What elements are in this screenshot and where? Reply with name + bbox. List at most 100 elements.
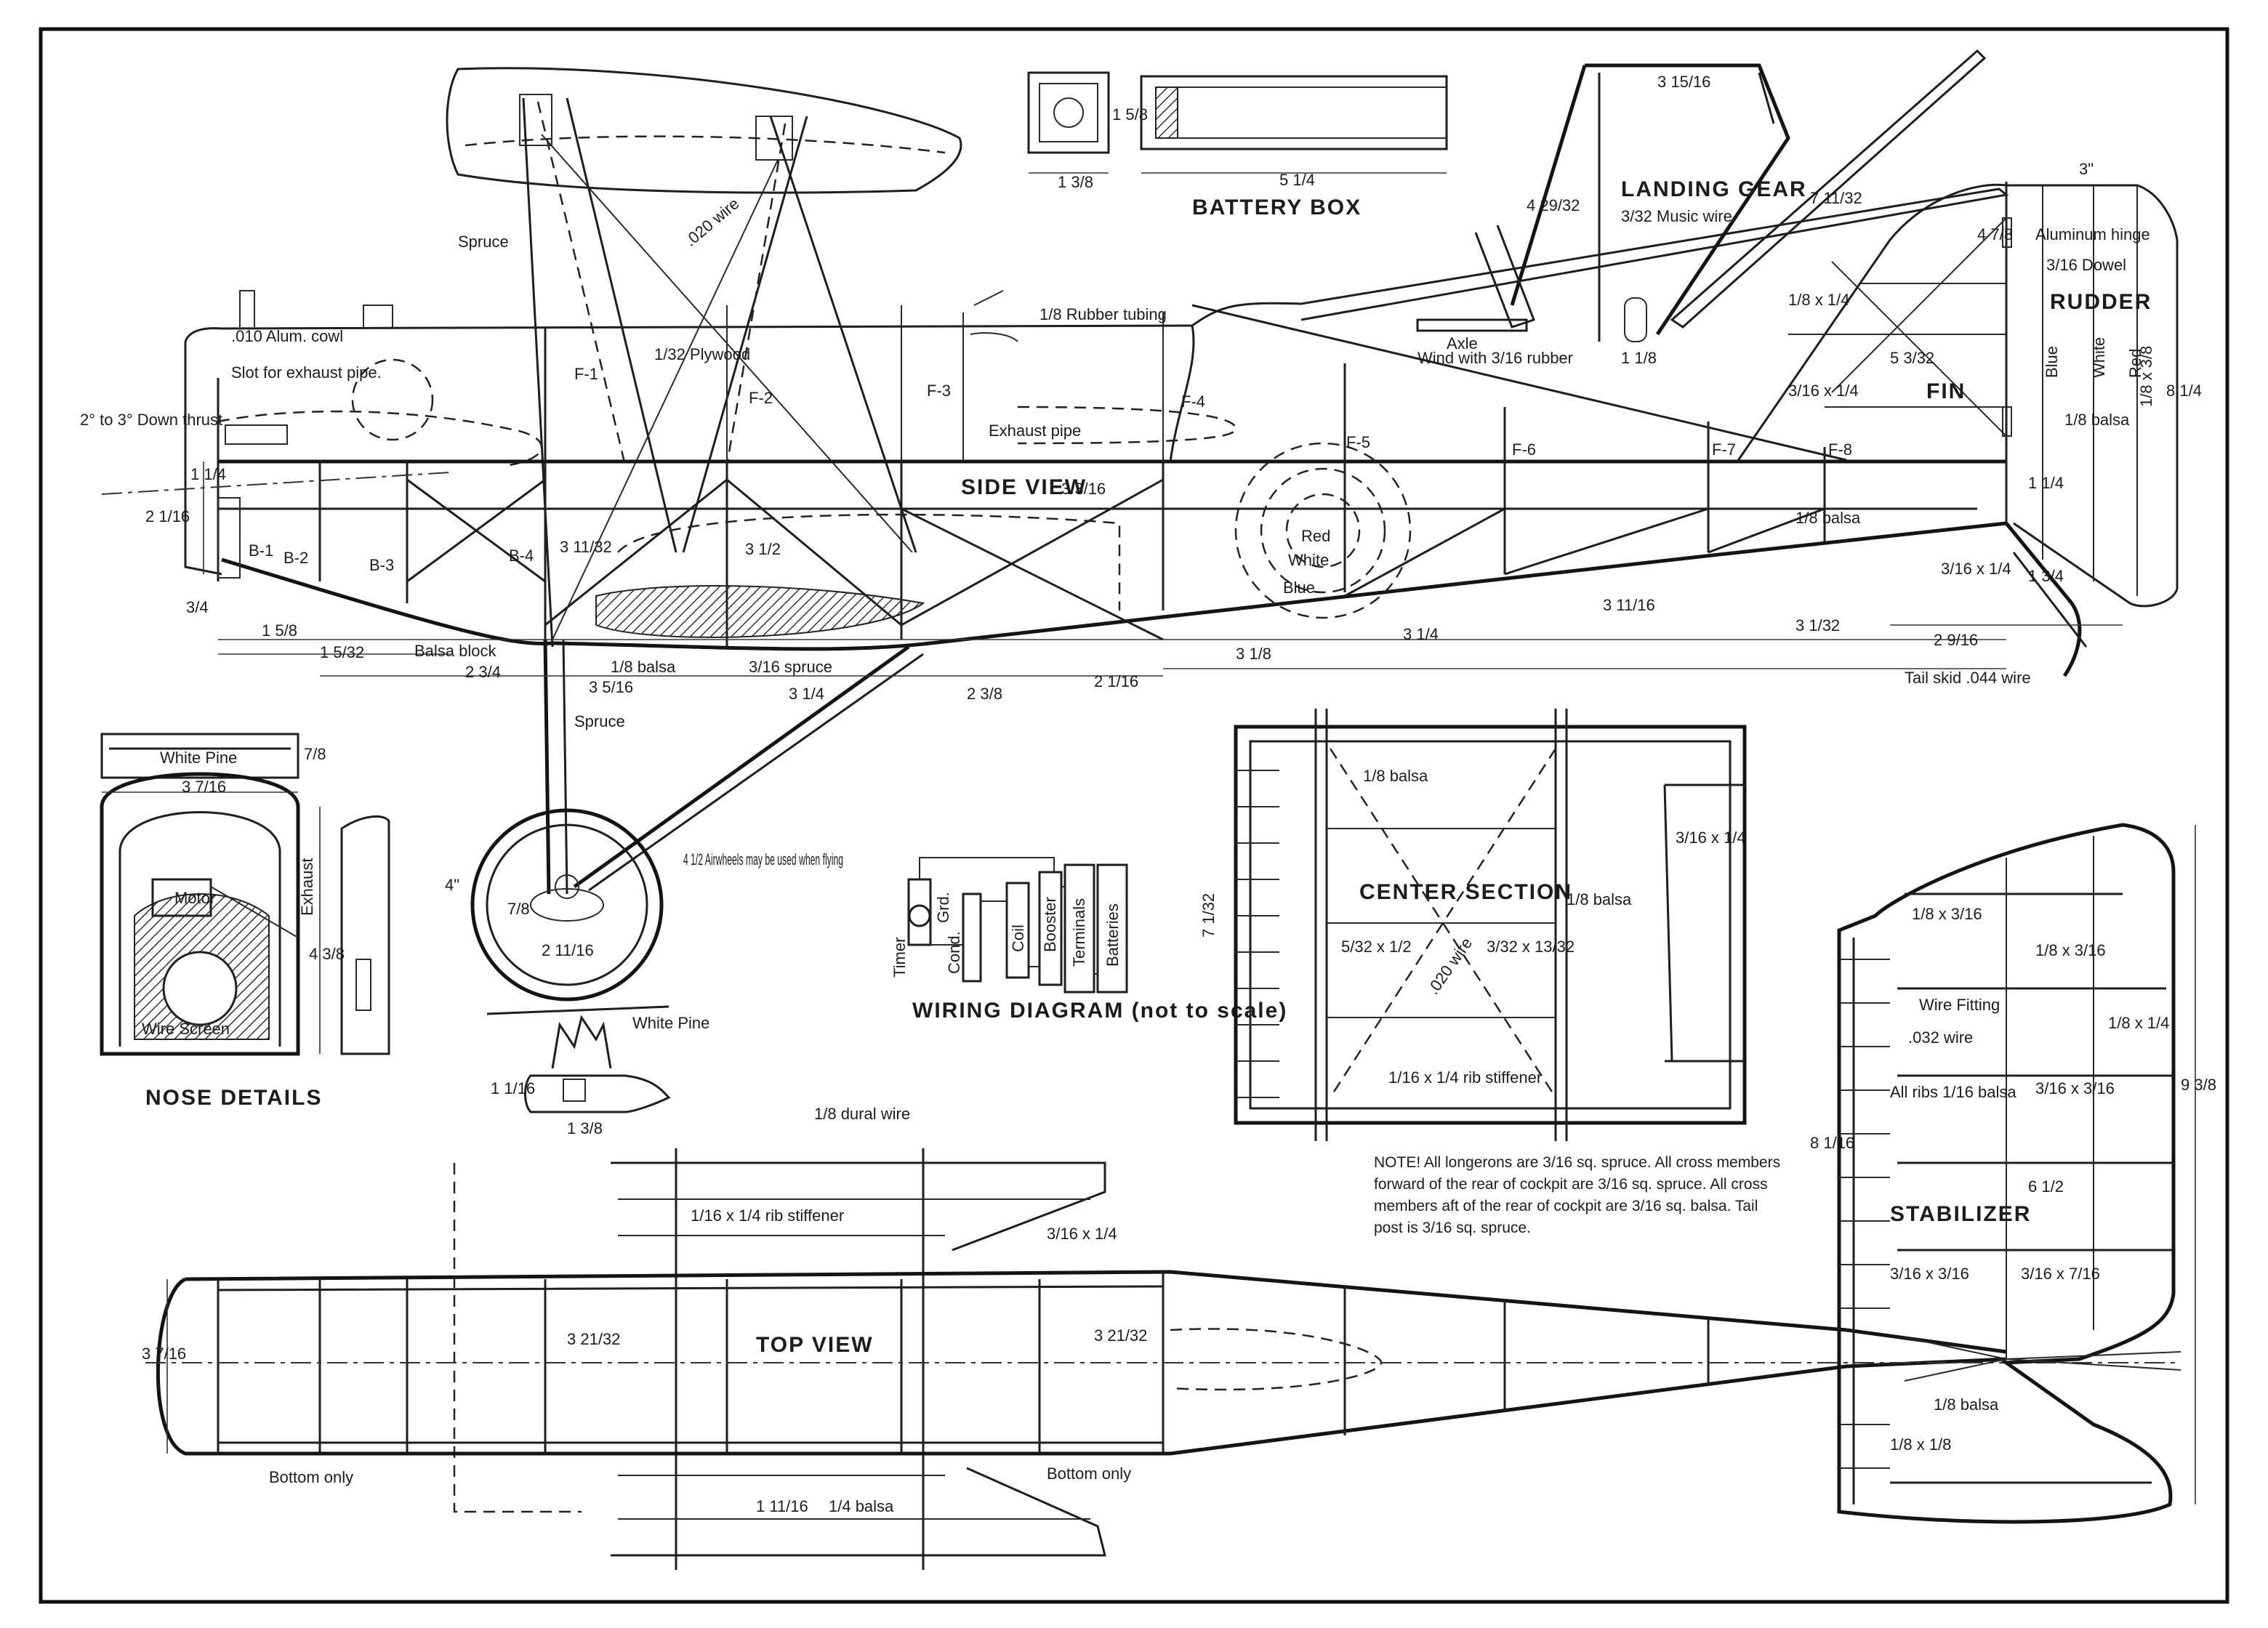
label-fin: FIN — [1926, 379, 1966, 403]
label-spruce-top: Spruce — [458, 233, 509, 251]
dim-fin-top: 4 7/8 — [1977, 225, 2013, 243]
label-axle: Axle — [1447, 334, 1478, 352]
dim-wheel-axle: 7/8 — [507, 900, 530, 918]
stabilizer-title: STABILIZER — [1890, 1202, 2031, 1226]
dim-stab-rib-c: 1/8 x 1/4 — [2108, 1014, 2169, 1032]
label-dowel: 3/16 Dowel — [2046, 256, 2126, 274]
dim-nose-bottom: 3/4 — [186, 598, 209, 616]
bulkhead-b3: B-3 — [369, 556, 394, 574]
label-terminals: Terminals — [1070, 898, 1088, 967]
label-cs-balsa-2: 1/8 balsa — [1567, 890, 1632, 908]
dim-stab-rib-a: 1/8 x 3/16 — [1912, 905, 1982, 923]
dim-tail-post: 1 3/4 — [2028, 567, 2064, 585]
dim-plug-h: 1 1/16 — [491, 1079, 535, 1097]
label-top-balsa: 1/4 balsa — [829, 1497, 894, 1515]
label-gnd: Grd. — [934, 892, 952, 923]
former-f6: F-6 — [1512, 440, 1536, 459]
wiring-diagram-title: WIRING DIAGRAM (not to scale) — [912, 999, 1287, 1023]
label-booster: Booster — [1041, 897, 1059, 952]
label-exhaust-pipe: Exhaust pipe — [989, 422, 1081, 440]
label-motor: Motor — [174, 889, 215, 907]
former-f7: F-7 — [1712, 440, 1736, 459]
label-bottom-only-1: Bottom only — [269, 1468, 353, 1486]
stabilizer: STABILIZER Wire Fitting .032 wire All ri… — [1810, 823, 2216, 1524]
dim-cs-rib-2: 3/32 x 13/32 — [1487, 938, 1575, 956]
dim-battery-w: 1 3/8 — [1058, 173, 1093, 191]
label-stab-balsa: 1/8 balsa — [1934, 1395, 1999, 1414]
former-f1: F-1 — [574, 365, 598, 383]
former-f4: F-4 — [1181, 392, 1205, 411]
dim-d6: 2 3/8 — [967, 685, 1002, 703]
label-cs-rib-stiffener: 1/16 x 1/4 rib stiffener — [1388, 1068, 1542, 1087]
dim-cs-rib: 5/32 x 1/2 — [1341, 938, 1412, 956]
dim-gear-foot: 1 1/8 — [1621, 349, 1657, 367]
side-view-title: SIDE VIEW — [961, 475, 1087, 499]
dim-top-width-3: 3 21/32 — [1094, 1326, 1147, 1345]
construction-note: NOTE! All longerons are 3/16 sq. spruce.… — [1374, 1154, 1780, 1236]
label-fin-rib: 1/8 x 1/4 — [1788, 291, 1849, 309]
label-balsa: 1/8 balsa — [611, 658, 676, 676]
label-tail-skid: Tail skid .044 wire — [1905, 669, 2031, 687]
white-pine-plug: White Pine 1 1/16 1 3/8 — [491, 1014, 709, 1137]
dim-h2: 3 1/2 — [745, 540, 781, 558]
top-view: TOP VIEW 1/16 x 1/4 rib stiffener 1/8 du… — [142, 1105, 2181, 1570]
label-wire-fitting: Wire Fitting — [1919, 996, 2000, 1014]
label-coil: Coil — [1009, 924, 1027, 952]
dim-d12: 2 9/16 — [1934, 631, 1978, 649]
label-wire-screen: Wire Screen — [142, 1020, 230, 1038]
side-view-labels: SIDE VIEW .010 Alum. cowl Slot for exhau… — [80, 160, 2202, 959]
label-plywood: 1/32 Plywood — [654, 345, 750, 363]
former-f5: F-5 — [1346, 433, 1370, 451]
label-cond: Cond. — [945, 931, 963, 974]
dim-d8: 3 1/8 — [1236, 645, 1271, 663]
label-tail-balsa: 1/8 balsa — [1796, 509, 1861, 527]
label-fin-rib-3: 3/16 x 1/4 — [1941, 560, 2011, 578]
bulkhead-b1: B-1 — [249, 541, 273, 560]
label-roundel-blue: Blue — [1283, 579, 1315, 597]
dim-d4: 3 5/16 — [589, 678, 633, 696]
label-fin-balsa: 1/8 balsa — [2064, 411, 2130, 429]
label-white-pine-2: White Pine — [632, 1014, 709, 1032]
dim-h3: 3 3/16 — [1061, 480, 1106, 498]
dim-plug-w: 1 3/8 — [567, 1119, 603, 1137]
landing-gear: LANDING GEAR 3/32 Music wire 3 15/16 4 2… — [1416, 49, 1987, 367]
dim-d7: 2 1/16 — [1094, 672, 1138, 690]
side-view — [101, 67, 2179, 1015]
dim-nose-h: 4 3/8 — [309, 945, 345, 963]
top-view-title: TOP VIEW — [756, 1333, 874, 1357]
dim-h1: 3 11/32 — [560, 538, 612, 556]
dim-fin-mid: 5 3/32 — [1890, 349, 1934, 367]
label-balsa-block: Balsa block — [414, 642, 497, 660]
dim-stab-rib-g: 1/8 x 1/8 — [1890, 1435, 1951, 1454]
dim-gear-height: 4 29/32 — [1527, 196, 1580, 214]
bulkhead-b4: B-4 — [509, 547, 534, 565]
nose-details: NOSE DETAILS White Pine Motor Exhaust Wi… — [100, 733, 390, 1110]
label-spruce-strut: Spruce — [574, 712, 625, 730]
label-timer: Timer — [890, 938, 909, 978]
dim-top-strut: 3/16 x 1/4 — [1047, 1225, 1117, 1243]
label-rubber-tubing: 1/8 Rubber tubing — [1040, 305, 1167, 323]
dim-d11: 3 1/32 — [1796, 616, 1840, 634]
label-roundel-red: Red — [1301, 527, 1330, 545]
dim-tail-gap: 1 1/4 — [2028, 474, 2064, 492]
dim-d10: 3 11/16 — [1603, 596, 1655, 614]
bulkhead-b2: B-2 — [284, 549, 308, 567]
dim-stab-rib-b: 1/8 x 3/16 — [2035, 941, 2106, 959]
dim-gear-width: 3 15/16 — [1657, 73, 1710, 91]
label-wire-032: .032 wire — [1908, 1028, 1973, 1047]
label-rudder-white: White — [2090, 337, 2108, 378]
dim-nose-pine: 7/8 — [304, 745, 326, 763]
label-cs-wire: .020 wire — [1424, 934, 1476, 997]
landing-gear-wire: 3/32 Music wire — [1621, 207, 1732, 225]
battery-box-title: BATTERY BOX — [1192, 196, 1362, 219]
label-fin-rib-2: 3/16 x 1/4 — [1788, 382, 1859, 400]
landing-gear-title: LANDING GEAR — [1621, 177, 1807, 201]
dim-stab-rib-f: 3/16 x 7/16 — [2021, 1265, 2100, 1283]
dim-battery-len: 5 1/4 — [1279, 171, 1315, 189]
dim-d2: 1 5/32 — [320, 643, 364, 661]
dim-fuselage-depth-b: 2 1/16 — [145, 507, 190, 525]
label-down-thrust: 2° to 3° Down thrust — [80, 411, 222, 429]
label-axle-note: Wind with 3/16 rubber — [1418, 349, 1573, 367]
label-rudder-strip: 1/8 x 3/8 — [2137, 346, 2155, 407]
